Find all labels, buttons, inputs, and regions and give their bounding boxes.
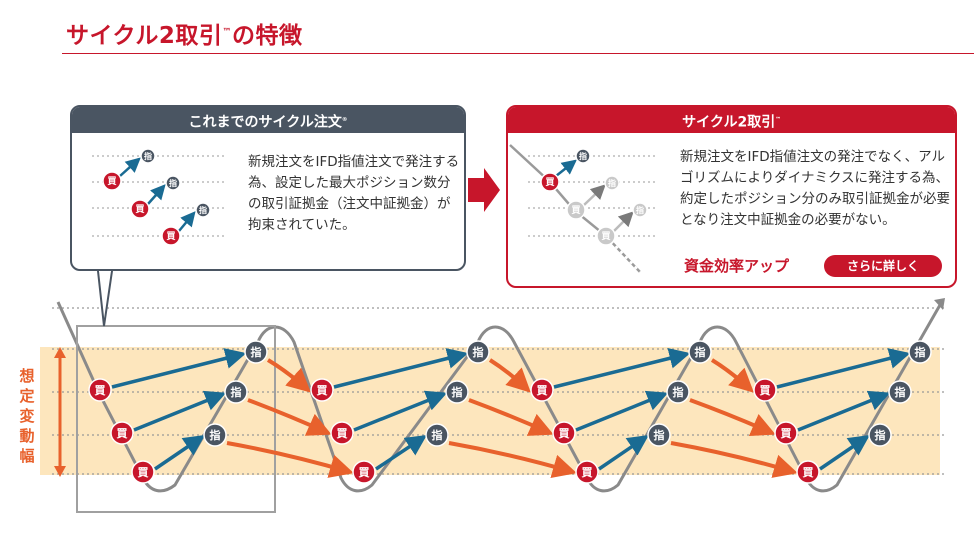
- svg-text:買: 買: [317, 384, 328, 397]
- buy-order-badge: 買: [352, 460, 376, 484]
- limit-order-badge: 指: [445, 380, 469, 404]
- limit-order-badge: 指: [868, 423, 892, 447]
- more-details-button[interactable]: さらに詳しく: [824, 255, 942, 277]
- buy-to-limit-arrow: [154, 435, 205, 471]
- page-title: サイクル2取引™の特徴: [66, 23, 303, 49]
- svg-text:指: 指: [915, 345, 926, 359]
- legacy-panel-header: これまでのサイクル注文®: [72, 107, 464, 133]
- svg-text:買: 買: [138, 466, 149, 479]
- svg-text:買: 買: [337, 427, 348, 440]
- wave-arrowhead: [934, 298, 945, 310]
- legacy-description: 新規注文をIFD指値注文で発注する為、設定した最大ポジション数分の取引証拠金（注…: [248, 154, 460, 233]
- efficiency-label: 資金効率アップ: [684, 257, 790, 275]
- repeat-cycle-arrow: [488, 358, 531, 393]
- svg-text:指: 指: [895, 385, 906, 399]
- range-label: 想定変動幅: [19, 367, 35, 465]
- buy-to-limit-arrow: [353, 390, 448, 432]
- limit-order-badge: 指: [908, 340, 932, 364]
- buy-to-limit-arrow: [333, 348, 469, 389]
- svg-text:買: 買: [95, 384, 106, 397]
- repeat-cycle-arrow: [448, 441, 577, 478]
- transition-arrow: [468, 168, 500, 212]
- buy-to-limit-arrow: [819, 435, 870, 471]
- svg-text:指: 指: [673, 385, 684, 399]
- svg-text:買: 買: [117, 427, 128, 440]
- svg-text:指: 指: [432, 428, 443, 442]
- legacy-cycle-panel: これまでのサイクル注文® 新規注文をIFD指値注文で発注する為、設定した最大ポジ…: [70, 105, 466, 271]
- svg-text:指: 指: [231, 385, 242, 399]
- limit-order-badge: 指: [666, 380, 690, 404]
- highlight-box: [76, 325, 276, 513]
- buy-to-limit-arrow: [598, 435, 649, 471]
- repeat-cycle-arrow: [710, 358, 754, 393]
- svg-text:指: 指: [695, 345, 706, 359]
- limit-order-badge: 指: [244, 340, 268, 364]
- svg-text:買: 買: [760, 384, 771, 397]
- repeat-cycle-arrow: [670, 441, 798, 478]
- repeat-cycle-arrow: [266, 358, 311, 393]
- svg-text:指: 指: [452, 385, 463, 399]
- buy-order-badge: 買: [774, 421, 798, 445]
- buy-order-badge: 買: [330, 421, 354, 445]
- repeat-cycle-arrow: [689, 398, 776, 436]
- cycle2-description: 新規注文をIFD指値注文の発注でなく、アルゴリズムによりダイナミクスに発注する為…: [680, 149, 950, 228]
- limit-order-badge: 指: [647, 423, 671, 447]
- svg-text:指: 指: [654, 428, 665, 442]
- limit-order-badge: 指: [203, 423, 227, 447]
- svg-text:指: 指: [251, 345, 262, 359]
- buy-to-limit-arrow: [575, 390, 669, 432]
- svg-text:買: 買: [559, 427, 570, 440]
- buy-to-limit-arrow: [776, 348, 911, 389]
- svg-text:買: 買: [582, 466, 593, 479]
- buy-to-limit-arrow: [111, 348, 247, 389]
- repeat-cycle-arrow: [247, 398, 332, 436]
- cycle2-panel-header: サイクル2取引™: [508, 107, 955, 133]
- buy-order-badge: 買: [552, 421, 576, 445]
- buy-order-badge: 買: [310, 378, 334, 402]
- repeat-cycle-arrow: [468, 398, 554, 436]
- svg-text:買: 買: [359, 466, 370, 479]
- limit-order-badge: 指: [888, 380, 912, 404]
- buy-order-badge: 買: [530, 378, 554, 402]
- buy-order-badge: 買: [88, 378, 112, 402]
- svg-text:買: 買: [803, 466, 814, 479]
- buy-order-badge: 買: [131, 460, 155, 484]
- svg-text:買: 買: [781, 427, 792, 440]
- buy-order-badge: 買: [110, 421, 134, 445]
- limit-order-badge: 指: [466, 340, 490, 364]
- buy-order-badge: 買: [575, 460, 599, 484]
- buy-to-limit-arrow: [553, 348, 691, 389]
- svg-text:指: 指: [473, 345, 484, 359]
- buy-order-badge: 買: [796, 460, 820, 484]
- buy-to-limit-arrow: [797, 390, 891, 432]
- buy-order-badge: 買: [753, 378, 777, 402]
- limit-order-badge: 指: [688, 340, 712, 364]
- title-divider: [62, 53, 974, 54]
- buy-to-limit-arrow: [375, 435, 427, 471]
- repeat-cycle-arrow: [226, 441, 354, 478]
- limit-order-badge: 指: [425, 423, 449, 447]
- svg-text:指: 指: [875, 428, 886, 442]
- cycle2-panel: サイクル2取引™ 新規注文をIFD指値注文の発注でなく、アルゴリズムによりダイナ…: [506, 105, 957, 288]
- limit-order-badge: 指: [224, 380, 248, 404]
- svg-text:指: 指: [210, 428, 221, 442]
- svg-text:買: 買: [537, 384, 548, 397]
- callout-tail: [96, 270, 114, 327]
- buy-to-limit-arrow: [133, 390, 227, 432]
